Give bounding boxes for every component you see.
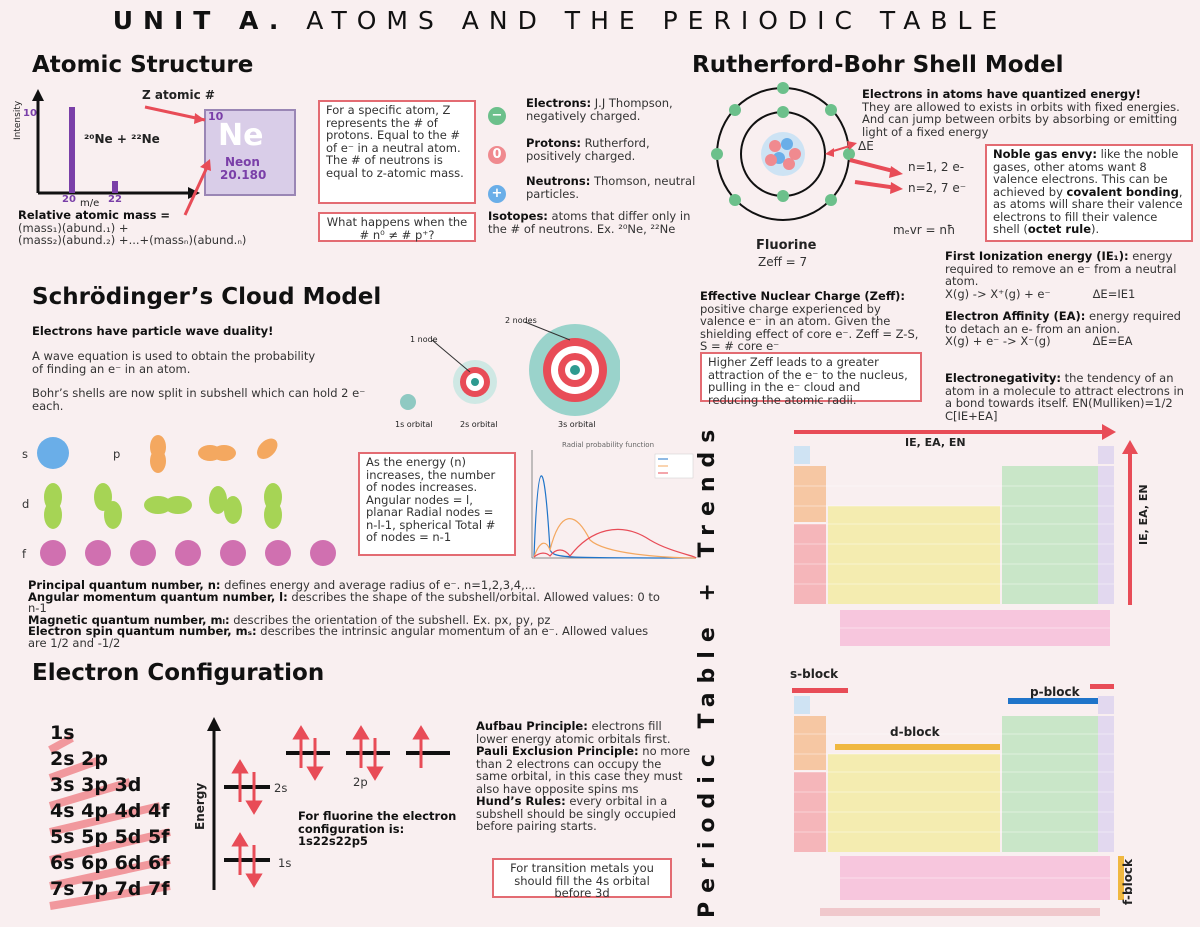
orbital-3s-label: 3s orbital	[558, 420, 596, 429]
trend-arrow-horizontal-label: IE, EA, EN	[905, 436, 966, 449]
intensity-label: Intensity	[13, 100, 23, 140]
tick-10: 10	[23, 108, 37, 119]
tick-20: 20	[62, 194, 76, 205]
subshell-text: Bohr’s shells are now split in subshell …	[32, 386, 366, 413]
zeff-label: Zeff = 7	[758, 255, 808, 269]
label-1s: 1s	[278, 856, 292, 870]
mz-label: m/e	[80, 198, 100, 209]
label-2p: 2p	[353, 775, 368, 789]
schrodinger-heading: Schrödinger’s Cloud Model	[32, 284, 382, 310]
atomic-structure-heading: Atomic Structure	[32, 52, 254, 78]
zeff-box: Higher Zeff leads to a greater attractio…	[700, 352, 922, 406]
energy-axis-label: Energy	[193, 782, 207, 830]
aufbau-diagonal-arrows	[48, 734, 171, 910]
s-orbital-clouds	[400, 321, 620, 416]
electronegativity-text: Electronegativity: the tendency of an at…	[945, 371, 1184, 423]
protons-note-box: For a specific atom, Z represents the # …	[318, 100, 476, 204]
question-box: What happens when the # n⁰ ≠ # p⁺?	[318, 212, 476, 242]
neutrons-text: Neutrons: Thomson, neutral particles.	[526, 174, 696, 201]
one-node-label: 1 node	[410, 335, 438, 344]
fluorine-bohr-diagram	[711, 82, 855, 221]
trend-arrow-vertical-label: IE, EA, EN	[1137, 484, 1150, 545]
fluorine-config: For fluorine the electron configuration …	[298, 809, 457, 848]
quantum-numbers: Principal quantum number, n: defines ene…	[28, 578, 660, 650]
orbital-label-d: d	[22, 497, 30, 511]
radial-probability-chart	[531, 450, 697, 559]
tick-22: 22	[108, 194, 122, 205]
neon-mass: 20.180	[220, 168, 267, 182]
ionization-energy-text: First Ionization energy (IE₁): energy re…	[945, 249, 1177, 301]
duality-text: Electrons have particle wave duality!	[32, 324, 274, 338]
orbital-energy-diagram	[207, 717, 450, 890]
orbital-2s-label: 2s orbital	[460, 420, 498, 429]
neon-symbol: Ne	[218, 118, 264, 153]
radial-prob-title: Radial probability function	[562, 441, 655, 449]
quantized-energy-text: Electrons in atoms have quantized energy…	[862, 87, 1180, 139]
f-block-label: f-block	[1121, 858, 1135, 905]
proton-icon: 0	[488, 143, 506, 164]
bohr-heading: Rutherford-Bohr Shell Model	[692, 52, 1064, 78]
relative-atomic-mass: Relative atomic mass = (mass₁)(abund.₁) …	[18, 208, 247, 247]
config-line: 7s 7p 7d 7f	[50, 878, 170, 900]
electrons-text: Electrons: J.J Thompson, negatively char…	[526, 96, 673, 123]
config-line: 2s 2p	[50, 748, 108, 770]
protons-text: Protons: Rutherford, positively charged.	[526, 136, 650, 163]
fluorine-label: Fluorine	[756, 238, 817, 253]
orbital-label-f: f	[22, 547, 27, 561]
config-line: 4s 4p 4d 4f	[50, 800, 170, 822]
periodic-table-trends	[794, 424, 1138, 646]
p-block-label: p-block	[1030, 685, 1080, 699]
neon-number: 10	[208, 110, 224, 123]
page-title: UNIT A. ATOMS AND THE PERIODIC TABLE	[112, 6, 1008, 35]
isotope-formula: ²⁰Ne + ²²Ne	[84, 132, 160, 146]
shell-n2: n=2, 7 e⁻	[908, 181, 967, 195]
orbital-label-p: p	[113, 447, 121, 461]
config-line: 3s 3p 3d	[50, 774, 142, 796]
delta-e-label: ΔE	[858, 139, 874, 153]
shell-n1: n=1, 2 e-	[908, 160, 965, 174]
wave-equation-text: A wave equation is used to obtain the pr…	[32, 349, 316, 376]
neutron-icon: +	[488, 182, 506, 203]
s-block-label: s-block	[790, 667, 839, 681]
electron-affinity-text: Electron Affinity (EA): energy required …	[945, 309, 1181, 348]
config-line: 6s 6p 6d 6f	[50, 852, 170, 874]
two-nodes-label: 2 nodes	[505, 316, 537, 325]
mass-spectrum-diagram	[32, 89, 296, 216]
periodic-table-blocks	[792, 684, 1124, 916]
transition-metals-box: For transition metals you should fill th…	[492, 858, 672, 899]
config-line: 1s	[50, 722, 75, 744]
trends-vertical-title: Periodic Table + Trends	[695, 420, 720, 918]
z-atomic-label: Z atomic #	[142, 88, 215, 102]
energy-jump-arrows	[825, 141, 903, 194]
neon-name: Neon	[225, 155, 260, 169]
orbital-label-s: s	[22, 447, 28, 461]
angular-momentum-eq: mₑvr = nħ	[893, 223, 956, 237]
electron-config-heading: Electron Configuration	[32, 660, 325, 686]
label-2s: 2s	[274, 781, 288, 795]
nodes-box: As the energy (n) increases, the number …	[358, 452, 516, 556]
config-order-list: 1s 2s 2p 3s 3p 3d 4s 4p 4d 4f 5s 5p 5d 5…	[50, 720, 170, 902]
d-block-label: d-block	[890, 725, 940, 739]
configuration-rules: Aufbau Principle: electrons fill lower e…	[476, 719, 691, 833]
electron-icon: −	[488, 104, 506, 125]
isotopes-text: Isotopes: atoms that differ only in the …	[488, 209, 691, 236]
config-line: 5s 5p 5d 5f	[50, 826, 170, 848]
orbital-shapes-diagram	[37, 435, 336, 566]
noble-gas-box: Noble gas envy: like the noble gases, ot…	[985, 144, 1193, 242]
zeff-text: Effective Nuclear Charge (Zeff): positiv…	[700, 289, 919, 353]
orbital-1s-label: 1s orbital	[395, 420, 433, 429]
